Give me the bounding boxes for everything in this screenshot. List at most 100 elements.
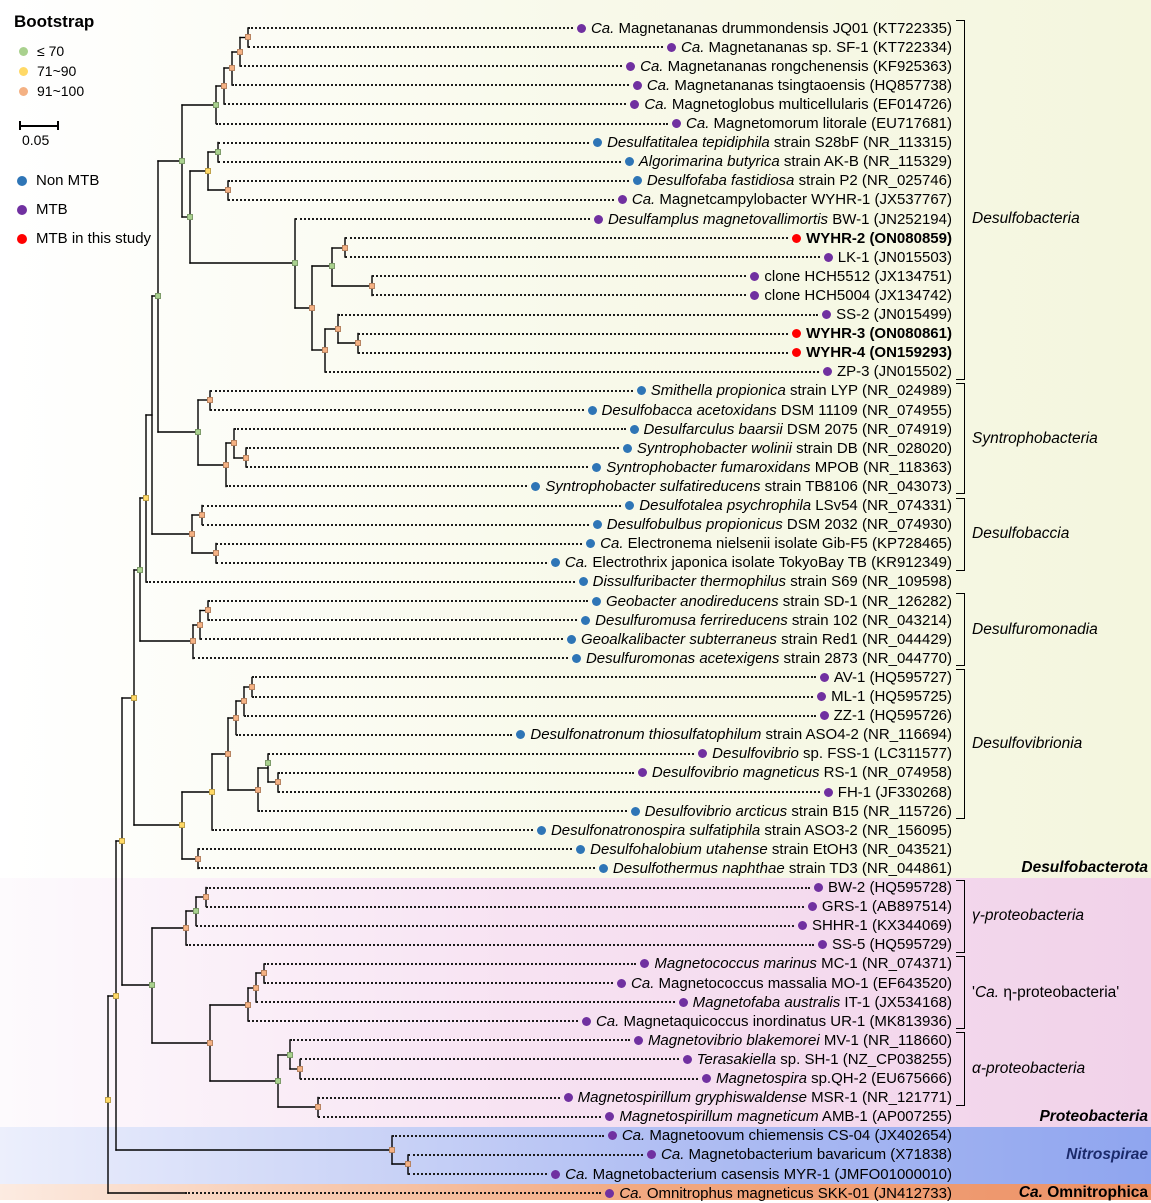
branch-leader: [185, 1192, 602, 1195]
taxon-dot-mtb: [581, 1016, 591, 1026]
scale-bar-label: 0.05: [22, 132, 50, 148]
bootstrap-node-marker: [137, 567, 143, 573]
branch-leader: [210, 389, 633, 392]
taxon-label: Desulfarculus baarsii DSM 2075 (NR_07491…: [644, 422, 953, 437]
label-part: strain DB (NR_028020): [791, 439, 952, 457]
label-part: Magnetococcus marinus: [654, 955, 817, 973]
leaf-row: Syntrophobacter wolinii strain DB (NR_02…: [246, 439, 952, 458]
legend-item: Non MTB: [14, 166, 204, 195]
label-part: Magnetofaba australis: [692, 993, 841, 1011]
bootstrap-node-marker: [143, 495, 149, 501]
label-part: strain 102 (NR_043214): [787, 611, 952, 629]
branch-leader: [338, 313, 819, 316]
label-part: MC-1 (NR_074371): [816, 955, 952, 973]
taxon-dot-mtb: [807, 902, 817, 912]
label-part: Ca.: [686, 115, 710, 132]
taxon-label: GRS-1 (AB897514): [822, 899, 952, 914]
bootstrap-node-marker: [245, 1002, 251, 1008]
taxon-label: Magnetovibrio blakemorei MV-1 (NR_118660…: [648, 1033, 952, 1048]
group-bracket: [956, 955, 965, 1030]
branch-leader: [208, 619, 578, 622]
taxon-label: Geoalkalibacter subterraneus strain Red1…: [581, 632, 952, 647]
branch-leader: [216, 122, 669, 125]
leaf-row: Ca. Magnetoovum chiemensis CS-04 (JX4026…: [392, 1126, 952, 1145]
label-part: Desulfuromonadia: [972, 620, 1098, 638]
leaf-row: Desulfovibrio magneticus RS-1 (NR_074958…: [278, 763, 952, 782]
label-part: Electrothrix japonica isolate TokyoBay T…: [588, 554, 952, 572]
leaf-row: Ca. Magnetananas drummondensis JQ01 (KT7…: [248, 19, 952, 38]
taxon-dot-mtb: [819, 672, 829, 682]
taxon-label: SS-5 (HQ595729): [832, 937, 952, 952]
bootstrap-node-marker: [195, 429, 201, 435]
taxon-label: Magnetospirillum gryphiswaldense MSR-1 (…: [578, 1090, 952, 1105]
taxon-label: ZZ-1 (HQ595726): [834, 708, 952, 723]
legend-item: MTB: [14, 195, 204, 224]
taxon-label: Syntrophobacter fumaroxidans MPOB (NR_11…: [606, 460, 952, 475]
label-part: Desulfovibrio: [712, 745, 799, 763]
taxon-label: Ca. Magnetoglobus multicellularis (EF014…: [644, 97, 952, 112]
leaf-row: Ca. Magnetobacterium casensis MYR-1 (JMF…: [408, 1165, 952, 1184]
label-part: sp. SH-1 (NZ_CP038255): [776, 1050, 952, 1068]
leaf-row: Magnetospirillum magneticum AMB-1 (AP007…: [318, 1107, 952, 1126]
taxon-dot-mtb: [682, 1054, 692, 1064]
bootstrap-node-marker: [322, 347, 328, 353]
taxon-dot-mtb: [814, 883, 824, 892]
taxon-label: Ca. Electrothrix japonica isolate TokyoB…: [565, 555, 952, 570]
legend-label: 71~90: [37, 63, 77, 79]
leaf-row: Desulfamplus magnetovallimortis BW-1 (JN…: [295, 210, 952, 229]
taxon-label: Syntrophobacter wolinii strain DB (NR_02…: [637, 441, 952, 456]
bootstrap-node-marker: [190, 638, 196, 644]
leaf-row: Ca. Magnetcampylobacter WYHR-1 (JX537767…: [228, 190, 952, 209]
leaf-row: Terasakiella sp. SH-1 (NZ_CP038255): [300, 1050, 952, 1069]
taxon-label: ML-1 (HQ595725): [831, 689, 952, 704]
group-label: α-proteobacteria: [972, 1059, 1148, 1079]
label-part: Terasakiella: [696, 1050, 777, 1068]
legend-dot: [19, 66, 28, 76]
label-part: Desulfarculus baarsii: [643, 420, 783, 438]
branch-leader: [228, 198, 614, 201]
group-bracket: [956, 382, 965, 495]
taxon-label: Syntrophobacter sulfatireducens strain T…: [545, 479, 952, 494]
bootstrap-node-marker: [265, 760, 271, 766]
bootstrap-node-marker: [183, 925, 189, 931]
legend-item: MTB in this study: [14, 224, 204, 253]
leaf-row: Ca. Magnetomorum litorale (EU717681): [216, 114, 952, 133]
branch-leader: [202, 504, 622, 507]
label-part: strain Red1 (NR_044429): [776, 630, 952, 648]
taxon-dot-non: [636, 386, 646, 396]
label-part: Magnetococcus massalia MO-1 (EF643520): [654, 974, 952, 992]
taxon-label: Desulfofaba fastidiosa strain P2 (NR_025…: [647, 173, 952, 188]
taxon-dot-non: [598, 863, 608, 873]
branch-leader: [300, 1058, 679, 1061]
bootstrap-node-marker: [275, 1078, 281, 1084]
branch-leader: [408, 1153, 644, 1156]
leaf-row: Ca. Magnetoglobus multicellularis (EF014…: [224, 95, 952, 114]
band-desulfobacterota: [0, 0, 1151, 878]
label-part: Ca.: [621, 1127, 646, 1145]
bootstrap-node-marker: [221, 83, 227, 89]
taxon-dot-new: [792, 329, 802, 339]
leaf-row: clone HCH5004 (JX134742): [372, 286, 952, 305]
leaf-row: Desulfonatronospira sulfatiphila strain …: [212, 821, 952, 840]
label-part: Syntrophobacteria: [972, 429, 1098, 447]
label-part: Magnetoglobus multicellularis (EF014726): [667, 95, 952, 113]
label-part: Magnetospirillum magneticum: [619, 1108, 819, 1126]
taxon-label: Ca. Omnitrophus magneticus SKK-01 (JN412…: [619, 1186, 952, 1201]
taxon-label: Desulfonatronospira sulfatiphila strain …: [551, 823, 952, 838]
label-part: Magnetananas drummondensis JQ01 (KT72233…: [614, 19, 952, 37]
taxon-label: Geobacter anodireducens strain SD-1 (NR_…: [606, 594, 952, 609]
label-part: DSM 11109 (NR_074955): [776, 401, 952, 419]
label-part: Proteobacteria: [1039, 1107, 1148, 1125]
legend-dot: [19, 46, 28, 56]
label-part: Magnetananas tsingtaoensis (HQ857738): [670, 76, 952, 94]
branch-leader: [248, 27, 573, 29]
label-part: α-proteobacteria: [972, 1059, 1086, 1077]
label-part: strain TB8106 (NR_043073): [760, 477, 952, 495]
bootstrap-node-marker: [249, 684, 255, 690]
taxon-dot-mtb: [678, 997, 688, 1007]
label-part: strain EtOH3 (NR_043521): [767, 840, 952, 858]
taxon-dot-mtb: [822, 310, 832, 319]
branch-leader: [358, 351, 789, 354]
legend-item: 91~100: [14, 81, 204, 101]
branch-leader: [318, 1115, 602, 1118]
